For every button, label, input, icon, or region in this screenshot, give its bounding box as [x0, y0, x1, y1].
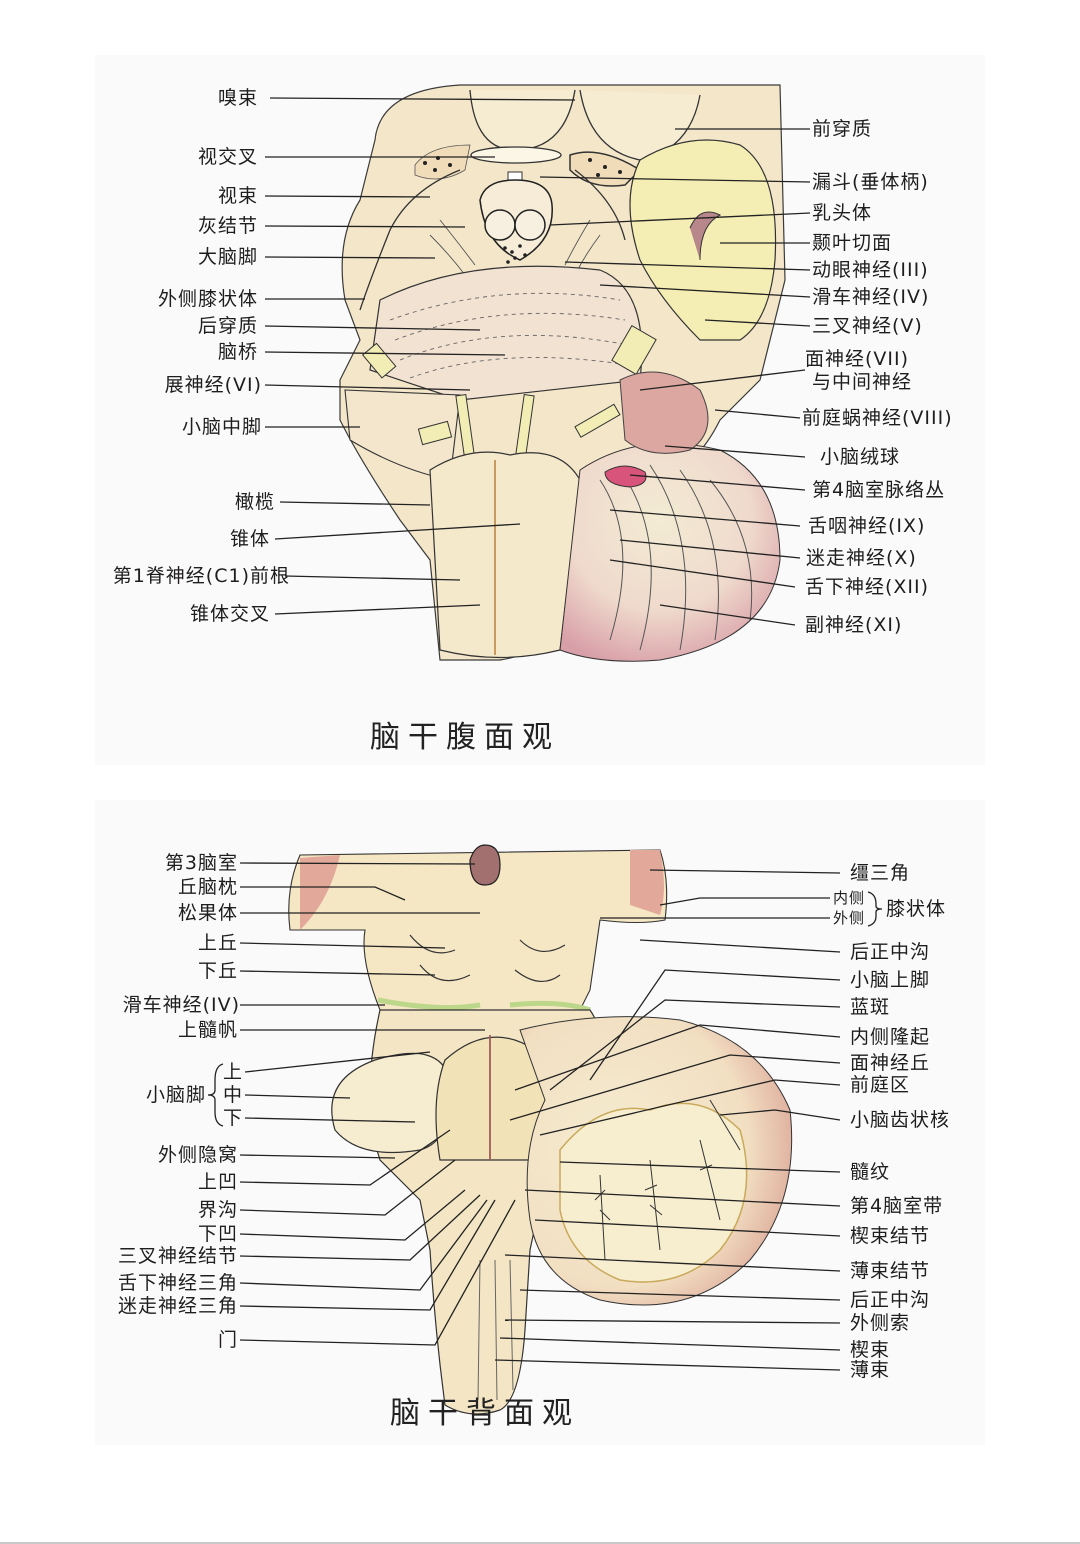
label-pineal-body: 松果体	[177, 902, 238, 924]
label-olive: 橄榄	[234, 491, 275, 513]
label-geniculate-body: 膝状体	[886, 898, 947, 920]
label-medial-geniculate: 内侧	[833, 889, 866, 907]
label-obex: 门	[217, 1329, 238, 1351]
label-oculomotor-nerve: 动眼神经(III)	[812, 259, 929, 281]
label-superior-fovea: 上凹	[197, 1171, 238, 1193]
label-inferior-colliculus: 下丘	[197, 960, 238, 982]
label-medial-eminence: 内侧隆起	[850, 1026, 931, 1048]
label-infundibulum: 漏斗(垂体柄)	[812, 171, 929, 193]
label-pyramidal-decussation: 锥体交叉	[189, 603, 270, 625]
label-fourth-ventricle-choroid-plexus: 第4脑室脉络丛	[812, 479, 946, 501]
label-dentate-nucleus: 小脑齿状核	[850, 1109, 951, 1131]
label-striae-medullares: 髓纹	[850, 1161, 891, 1183]
label-vestibular-area: 前庭区	[850, 1074, 911, 1096]
label-lateral-recess: 外侧隐窝	[157, 1144, 238, 1166]
label-gracile-tubercle: 薄束结节	[850, 1260, 931, 1282]
label-superior-colliculus: 上丘	[197, 932, 238, 954]
label-anterior-perforated-substance: 前穿质	[812, 118, 873, 140]
label-vestibulocochlear-nerve: 前庭蜗神经(VIII)	[802, 407, 953, 429]
label-peduncle-inferior: 下	[222, 1107, 243, 1129]
label-optic-tract: 视束	[217, 185, 258, 207]
label-gracile-fasciculus: 薄束	[850, 1359, 891, 1381]
label-locus-coeruleus: 蓝斑	[850, 996, 891, 1018]
label-lateral-geniculate-body: 外侧膝状体	[157, 288, 258, 310]
label-peduncle-superior: 上	[222, 1061, 243, 1083]
label-hypoglossal-triangle: 舌下神经三角	[117, 1272, 238, 1294]
label-cerebral-peduncle: 大脑脚	[197, 246, 258, 268]
label-optic-chiasm: 视交叉	[197, 146, 258, 168]
label-sulcus-limitans: 界沟	[197, 1199, 238, 1221]
label-accessory-nerve: 副神经(XI)	[805, 614, 903, 636]
bottom-border	[0, 1542, 1080, 1544]
label-vagal-triangle: 迷走神经三角	[117, 1295, 238, 1317]
label-hypoglossal-nerve: 舌下神经(XII)	[805, 576, 930, 598]
label-cerebellar-peduncles: 小脑脚	[145, 1084, 206, 1106]
label-trigeminal-tubercle: 三叉神经结节	[117, 1245, 238, 1267]
label-trochlear-nerve-dorsal: 滑车神经(IV)	[122, 994, 240, 1016]
label-trigeminal-nerve: 三叉神经(V)	[812, 315, 923, 337]
label-facial-colliculus: 面神经丘	[850, 1052, 931, 1074]
label-vagus-nerve: 迷走神经(X)	[806, 547, 917, 569]
label-glossopharyngeal-nerve: 舌咽神经(IX)	[808, 515, 926, 537]
label-lateral-funiculus: 外侧索	[850, 1312, 911, 1334]
dorsal-caption: 脑干背面观	[390, 1396, 580, 1431]
label-peduncle-middle: 中	[222, 1084, 243, 1106]
label-third-ventricle: 第3脑室	[164, 852, 238, 874]
label-lateral-geniculate: 外侧	[833, 909, 866, 927]
label-trochlear-nerve: 滑车神经(IV)	[812, 286, 930, 308]
label-posterior-median-sulcus: 后正中沟	[850, 941, 931, 963]
label-fourth-ventricle-taenia: 第4脑室带	[850, 1195, 944, 1217]
label-superior-medullary-velum: 上髓帆	[177, 1019, 238, 1041]
label-pyramid: 锥体	[229, 528, 270, 550]
label-mammillary-body: 乳头体	[812, 202, 873, 224]
label-olfactory-tract: 嗅束	[217, 87, 258, 109]
label-superior-cerebellar-peduncle: 小脑上脚	[850, 969, 931, 991]
label-pulvinar: 丘脑枕	[177, 876, 238, 898]
label-posterior-median-sulcus-lower: 后正中沟	[850, 1289, 931, 1311]
label-inferior-fovea: 下凹	[197, 1223, 238, 1245]
label-middle-cerebellar-peduncle: 小脑中脚	[181, 416, 262, 438]
label-abducens-nerve: 展神经(VI)	[164, 374, 262, 396]
ventral-caption: 脑干腹面观	[370, 720, 560, 755]
label-flocculus: 小脑绒球	[820, 446, 901, 468]
label-posterior-perforated-substance: 后穿质	[197, 315, 258, 337]
label-facial-nerve: 面神经(VII)	[805, 348, 910, 370]
label-temporal-lobe-section: 颞叶切面	[812, 232, 893, 254]
label-intermediate-nerve: 与中间神经	[812, 371, 913, 393]
label-pons: 脑桥	[217, 341, 258, 363]
label-cuneate-fasciculus: 楔束	[850, 1339, 891, 1361]
label-habenular-triangle: 缰三角	[850, 862, 911, 884]
label-cuneate-tubercle: 楔束结节	[850, 1225, 931, 1247]
label-tuber-cinereum: 灰结节	[197, 215, 258, 237]
label-c1-anterior-root: 第1脊神经(C1)前根	[112, 565, 290, 587]
